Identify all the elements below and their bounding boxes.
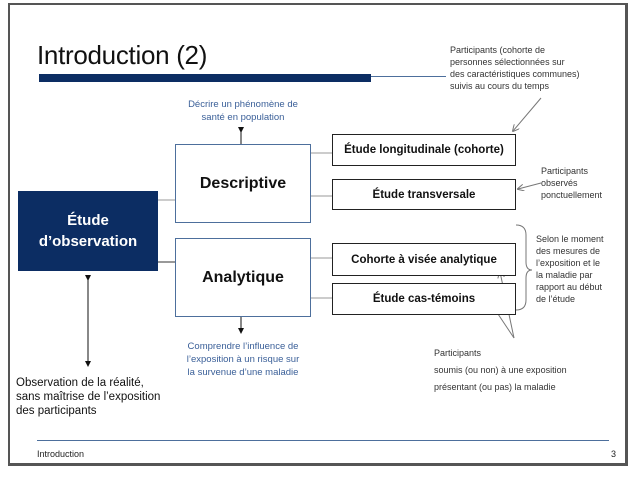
descriptive-note: Décrire un phénomène de santé en populat… [176,98,310,124]
root-label-line2: d’observation [38,233,138,250]
branch-label-descriptive: Descriptive [199,174,287,192]
child-box-cas-temoins: Étude cas-témoins [332,283,516,315]
slide-title: Introduction (2) [37,40,208,70]
annotation-line: ponctuellement [541,190,603,200]
annotation-line: soumis (ou non) à une exposition [434,365,567,375]
root-box-etude-observation: Étude d’observation [18,191,158,271]
annotation-line: Selon le moment [536,234,604,244]
analytique-note-line: Comprendre l’influence de [187,341,299,352]
annotation-cohorte: Participants (cohorte de personnes sélec… [450,44,580,92]
annotation-line: rapport au début [536,282,603,292]
annotation-line: des caractéristiques communes) [450,69,580,79]
annotation-line: observés [541,178,578,188]
child-label: Étude transversale [372,188,476,201]
child-box-longitudinale: Étude longitudinale (cohorte) [332,134,516,166]
annotation-participants: Participants soumis (ou non) à une expos… [434,345,567,396]
footer-section-label: Introduction [37,449,85,459]
annotation-line: présentant (ou pas) la maladie [434,382,556,392]
title-underline-line [371,76,446,77]
annotation-line: l’exposition et le [536,258,601,268]
analytique-note: Comprendre l’influence de l’exposition à… [168,340,318,379]
analytique-note-line: la survenue d’une maladie [187,367,299,378]
child-label: Cohorte à visée analytique [351,253,497,266]
annotation-line: des mesures de [536,246,601,256]
annotation-line: personnes sélectionnées sur [450,57,565,67]
branch-box-analytique: Analytique [175,238,311,317]
child-box-cohorte-analytique: Cohorte à visée analytique [332,243,516,276]
child-label: Étude cas-témoins [372,293,476,305]
title-underline-bar [39,74,371,82]
footer-divider [37,440,609,441]
child-box-transversale: Étude transversale [332,179,516,210]
root-note-line: des participants [16,405,97,417]
analytique-note-line: l’exposition à un risque sur [186,354,300,365]
annotation-line: Participants [434,348,482,358]
annotation-line: la maladie par [536,270,593,280]
descriptive-note-line: Décrire un phénomène de [188,99,298,110]
root-note: Observation de la réalité, sans maîtrise… [16,376,160,418]
annotation-bracket: Selon le moment des mesures de l’exposit… [536,233,604,305]
annotation-line: Participants (cohorte de [450,45,546,55]
annotation-transversale: Participants observés ponctuellement [541,165,602,201]
child-label: Étude longitudinale (cohorte) [344,144,504,156]
annotation-line: suivis au cours du temps [450,81,550,91]
root-note-line: Observation de la réalité, [16,377,144,389]
branch-box-descriptive: Descriptive [175,144,311,223]
root-label-line1: Étude [67,212,109,229]
annotation-line: Participants [541,166,589,176]
descriptive-note-line: santé en population [201,112,285,123]
root-note-line: sans maîtrise de l’exposition [16,391,161,403]
annotation-line: de l’étude [536,294,576,304]
page-number: 3 [610,449,616,459]
branch-label-analytique: Analytique [202,268,284,286]
